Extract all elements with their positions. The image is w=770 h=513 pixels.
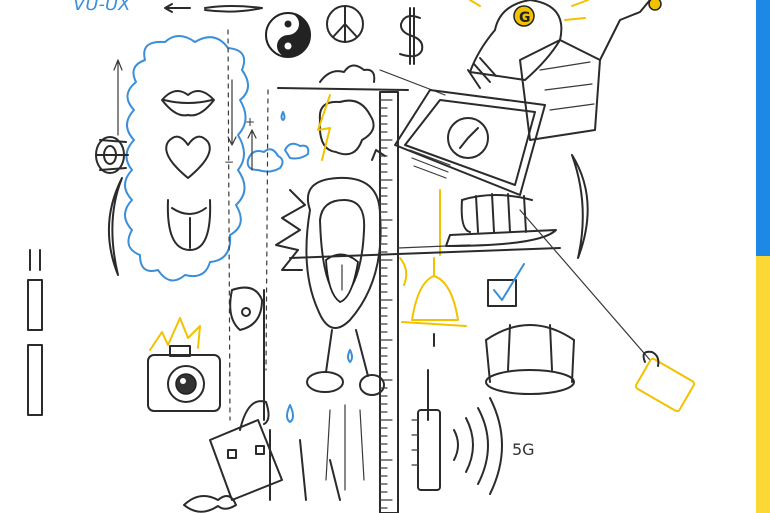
cuckoo-clock-icon bbox=[394, 89, 546, 256]
padlock-icon bbox=[519, 209, 696, 413]
horizontal-bar bbox=[289, 244, 561, 259]
yarn-spool-icon bbox=[95, 59, 129, 276]
bulb-letter: G bbox=[519, 10, 531, 26]
network-label: 5G bbox=[512, 440, 535, 459]
bell-icon bbox=[399, 257, 467, 347]
vertical-bars-icon bbox=[27, 249, 43, 416]
buttocks-icon bbox=[166, 199, 212, 251]
lips-icon bbox=[161, 90, 215, 117]
dashed-lines: + − bbox=[224, 29, 269, 421]
flag-icon bbox=[229, 286, 265, 421]
ruler-icon bbox=[379, 91, 399, 513]
shelf-cloud-icon bbox=[277, 64, 446, 96]
stripe-blue bbox=[756, 0, 770, 256]
brain-icon bbox=[317, 94, 375, 161]
church-icon bbox=[519, 0, 662, 141]
open-mouth-icon bbox=[275, 149, 386, 396]
svg-text:+: + bbox=[245, 115, 255, 129]
fish-icon bbox=[183, 495, 237, 513]
motion-lines bbox=[269, 404, 365, 501]
trampoline-icon bbox=[485, 324, 575, 395]
handwritten-text: VU-UX bbox=[73, 0, 131, 15]
light-bulb-icon: G bbox=[467, 0, 589, 89]
svg-text:−: − bbox=[224, 155, 234, 169]
signal-icon bbox=[411, 369, 503, 495]
rocker-icon bbox=[445, 193, 557, 247]
handbag-icon bbox=[209, 400, 283, 501]
cloud-icon bbox=[124, 35, 310, 282]
bracket-icon bbox=[571, 154, 589, 259]
water-drops bbox=[280, 111, 294, 423]
yin-yang-icon bbox=[265, 12, 311, 58]
heart-icon bbox=[165, 135, 211, 179]
camera-icon bbox=[147, 317, 221, 412]
stripe-yellow bbox=[756, 256, 770, 513]
checkbox-icon bbox=[487, 263, 525, 307]
dollar-icon bbox=[399, 7, 424, 65]
left-arrow-icon bbox=[164, 3, 263, 13]
peace-icon bbox=[326, 5, 364, 43]
